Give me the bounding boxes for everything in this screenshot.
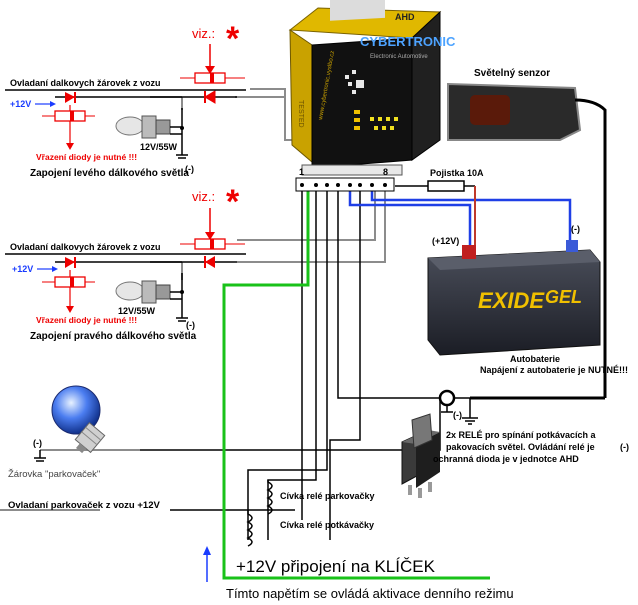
left-ground: (-) xyxy=(185,164,194,174)
parking-control-label: Ovladaní parkovaček z vozu +12V xyxy=(8,500,160,511)
parking-bulb: (-) Žárovka "parkovaček" Ovladaní parkov… xyxy=(8,385,160,511)
battery-brand-exide: EXIDE xyxy=(478,288,545,313)
relay-line-2: pakovacích světel. Ovládání relé je xyxy=(446,442,595,452)
right-star: * xyxy=(226,183,240,221)
battery-brand-gel: GEL xyxy=(545,287,582,307)
right-bulb xyxy=(115,280,182,304)
relay: 2x RELÉ pro spínání potkávacích a pakova… xyxy=(401,413,629,498)
pin-1-label: 1 xyxy=(299,167,304,177)
battery: EXIDE GEL (+12V) (-) Autobaterie Napájen… xyxy=(427,224,628,375)
relay-ground: (-) xyxy=(620,442,629,452)
right-bulb-spec: 12V/55W xyxy=(118,306,156,316)
relay-coils xyxy=(246,480,273,547)
model-label: AHD xyxy=(395,12,415,22)
gray-wires xyxy=(0,88,386,511)
right-circuit: viz.: * Ovladaní dalkovych žárovek z voz… xyxy=(5,183,246,342)
connector: 1 8 xyxy=(295,167,395,192)
right-control-label: Ovladaní dalkovych žárovek z vozu xyxy=(10,242,161,252)
right-viz: viz.: xyxy=(192,189,215,204)
relay-line-3: ochranná dioda je v jednotce AHD xyxy=(433,454,579,464)
ignition-wire xyxy=(222,190,490,580)
ignition: +12V připojení na KLÍČEK Tímto napětím s… xyxy=(203,546,514,601)
fuse-label: Pojistka 10A xyxy=(430,168,484,178)
right-plus12: +12V xyxy=(12,264,33,274)
pin-8-label: 8 xyxy=(383,167,388,177)
right-note: Vřazení diody je nutné !!! xyxy=(36,315,137,325)
battery-note: Napájení z autobaterie je NUTNÉ!!! xyxy=(480,365,628,375)
left-title: Zapojení levého dálkového světla xyxy=(30,168,189,179)
device-side-text: TESTED xyxy=(297,100,304,128)
left-circuit: viz.: * Ovladaní dalkovych žárovek z voz… xyxy=(5,20,246,179)
coil-parking: Cívka relé parkovačky xyxy=(280,491,375,501)
brand-label: CYBERTRONIC xyxy=(360,34,456,49)
right-title: Zapojení pravého dálkového světla xyxy=(30,331,197,342)
right-ground: (-) xyxy=(186,320,195,330)
left-star: * xyxy=(226,20,240,58)
brand-subtitle: Electronic Automotive xyxy=(370,54,428,60)
fuse: Pojistka 10A xyxy=(395,168,484,245)
left-bulb xyxy=(115,115,182,139)
relay-line-1: 2x RELÉ pro spínání potkávacích a xyxy=(446,430,597,440)
parking-bulb-label: Žárovka "parkovaček" xyxy=(8,469,100,480)
ignition-label: +12V připojení na KLÍČEK xyxy=(236,557,436,576)
ignition-note: Tímto napětím se ovládá aktivace denního… xyxy=(226,586,514,601)
ground-symbol-label: (-) xyxy=(453,410,462,420)
coil-lowbeam: Cívka relé potkávačky xyxy=(280,520,374,530)
parking-ground: (-) xyxy=(33,438,42,448)
blue-wires xyxy=(348,190,572,245)
sensor-label: Světelný senzor xyxy=(474,68,550,79)
ahd-module: CYBERTRONIC Electronic Automotive AHD ww… xyxy=(288,0,456,176)
left-bulb-spec: 12V/55W xyxy=(140,142,178,152)
battery-plus: (+12V) xyxy=(432,236,459,246)
left-plus12: +12V xyxy=(10,99,31,109)
left-control-label: Ovladaní dalkovych žárovek z vozu xyxy=(10,78,161,88)
battery-minus: (-) xyxy=(571,224,580,234)
left-viz: viz.: xyxy=(192,26,215,41)
battery-label: Autobaterie xyxy=(510,354,560,364)
left-note: Vřazení diody je nutné !!! xyxy=(36,152,137,162)
ground-symbol: (-) xyxy=(438,389,462,420)
light-sensor: Světelný senzor xyxy=(447,68,607,400)
